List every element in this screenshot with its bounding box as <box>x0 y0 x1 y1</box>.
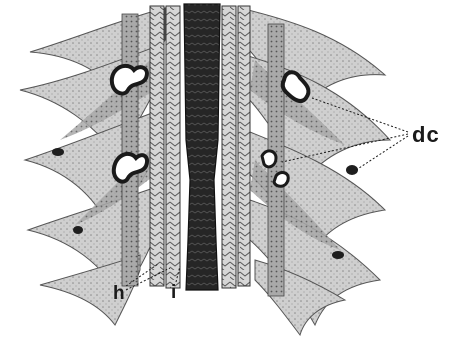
duct-right-3 <box>274 173 288 187</box>
band-left-inner <box>166 6 180 288</box>
label-i: i <box>171 283 176 302</box>
central-axis <box>184 4 220 290</box>
duct-right-2 <box>262 151 276 167</box>
band-right-inner <box>222 6 236 288</box>
label-h: h <box>113 284 125 303</box>
label-dc: dc <box>412 124 440 146</box>
left-outer-column <box>122 14 138 286</box>
band-right-outer <box>238 6 250 286</box>
band-left-outer <box>150 6 164 286</box>
